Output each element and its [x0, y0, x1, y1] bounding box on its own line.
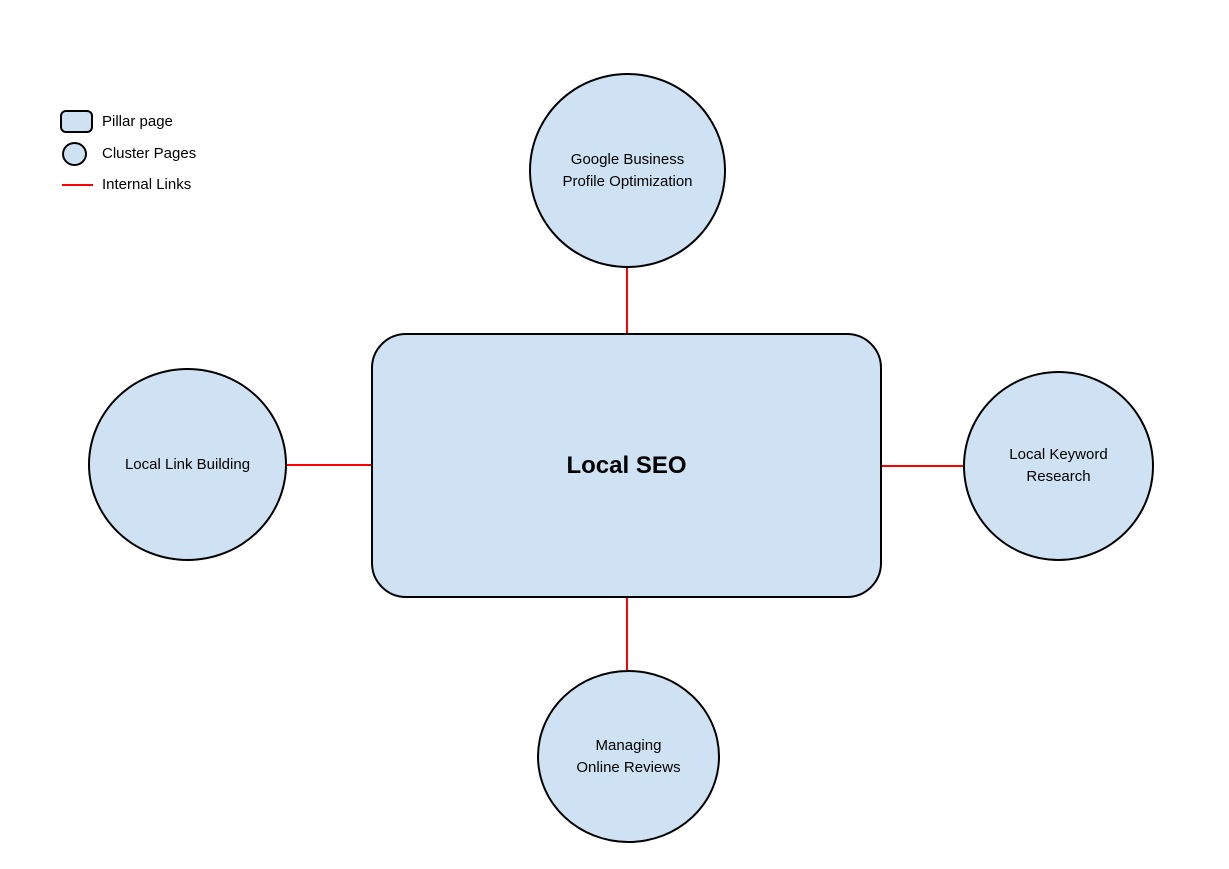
internal-link-swatch-icon: [62, 184, 93, 186]
legend-item-internal-links: Internal Links: [60, 175, 196, 195]
pillar-page-swatch-icon: [60, 110, 93, 133]
legend-item-cluster-pages: Cluster Pages: [60, 142, 196, 166]
pillar-page-label: Local SEO: [566, 451, 687, 479]
cluster-node-local-link-building: Local Link Building: [88, 368, 287, 561]
cluster-page-swatch-icon: [62, 142, 87, 166]
legend-swatch-cell: [60, 142, 102, 166]
legend-label-internal-links: Internal Links: [102, 176, 192, 193]
internal-link-top: [626, 267, 628, 334]
legend-swatch-cell: [60, 184, 102, 186]
pillar-page-node-local-seo: Local SEO: [371, 333, 882, 598]
internal-link-right: [880, 465, 964, 467]
internal-link-left: [286, 464, 372, 466]
legend: Pillar page Cluster Pages Internal Links: [60, 110, 196, 204]
legend-label-cluster-pages: Cluster Pages: [102, 145, 197, 162]
legend-item-pillar-page: Pillar page: [60, 110, 196, 133]
legend-swatch-cell: [60, 110, 102, 133]
legend-label-pillar-page: Pillar page: [102, 112, 173, 130]
internal-link-bottom: [626, 597, 628, 671]
cluster-label: Local Link Building: [124, 455, 251, 473]
